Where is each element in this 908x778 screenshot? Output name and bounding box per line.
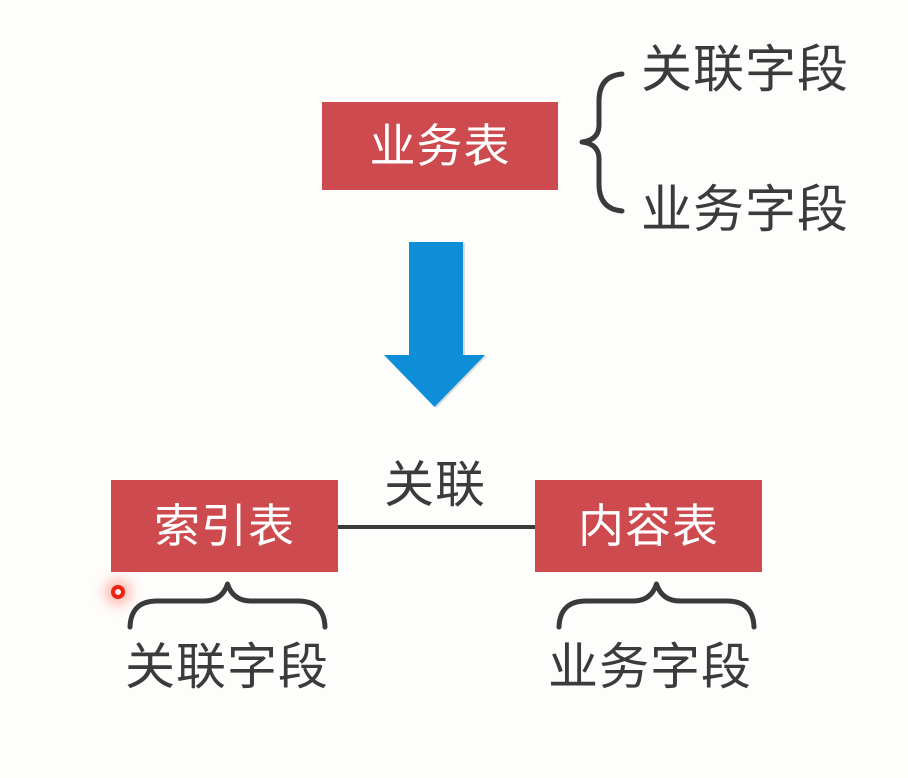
down-arrow-icon — [384, 242, 485, 407]
content-table-node: 内容表 — [535, 480, 762, 572]
relation-label: 关联 — [384, 457, 486, 513]
curly-brace-right-icon — [579, 71, 625, 214]
index-table-label: 索引表 — [154, 500, 295, 552]
curly-brace-under-left-icon — [127, 581, 328, 630]
top-field-association-label: 关联字段 — [641, 41, 850, 98]
content-field-label: 业务字段 — [548, 639, 752, 695]
curly-brace-under-right-icon — [556, 581, 757, 630]
business-table-node: 业务表 — [322, 102, 558, 190]
laser-pointer-dot — [111, 585, 125, 599]
index-field-label: 关联字段 — [125, 639, 329, 695]
content-table-label: 内容表 — [578, 500, 719, 552]
top-field-business-label: 业务字段 — [641, 181, 850, 238]
business-table-label: 业务表 — [369, 120, 511, 172]
index-table-node: 索引表 — [111, 480, 338, 572]
